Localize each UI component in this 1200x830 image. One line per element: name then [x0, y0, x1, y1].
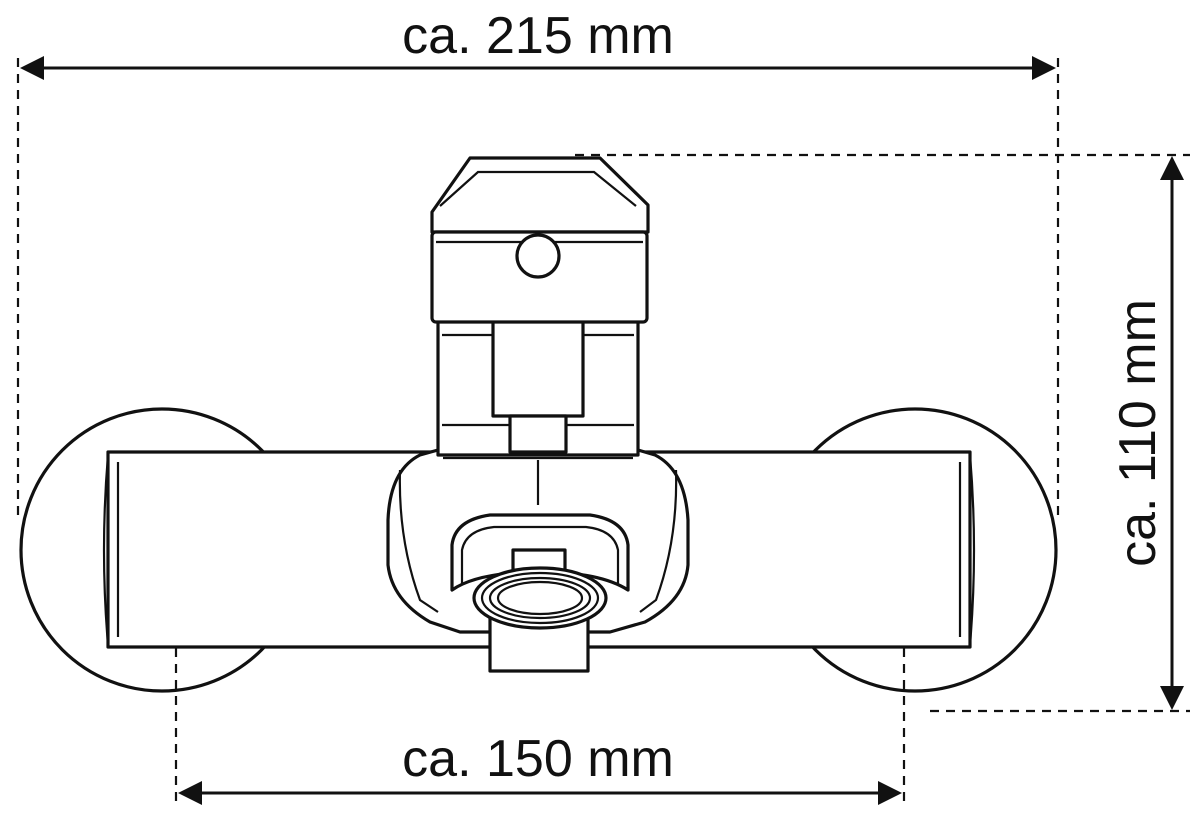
lever-indicator-cap — [515, 233, 561, 279]
arrowhead-bottom — [1160, 686, 1184, 710]
stem-block — [491, 310, 585, 418]
faucet-drawing — [19, 156, 1058, 693]
lever-handle-edge — [439, 170, 637, 207]
outlet-thread-ring-1 — [480, 571, 600, 625]
body-end-cap-left — [102, 454, 110, 646]
outlet-thread-ring-2 — [488, 576, 592, 620]
arrowhead-spacing-left — [178, 781, 202, 805]
arrowhead-spacing-right — [878, 781, 902, 805]
stem-neck — [508, 414, 568, 454]
dimension-height: ca. 110 mm — [575, 153, 1190, 713]
body-end-cap-right — [968, 454, 976, 646]
outlet-thread-ring-3 — [496, 580, 584, 616]
label-connection-spacing: ca. 150 mm — [402, 730, 674, 788]
arrowhead-left — [20, 56, 44, 80]
dimension-connection-spacing: ca. 150 mm — [174, 648, 906, 805]
label-height: ca. 110 mm — [1109, 299, 1167, 567]
housing-shading-right — [639, 469, 678, 613]
arrowhead-right — [1032, 56, 1056, 80]
arrowhead-top — [1160, 156, 1184, 180]
housing-shading-left — [398, 469, 439, 613]
label-overall-width: ca. 215 mm — [402, 7, 674, 65]
lever-handle-top — [430, 156, 650, 234]
spout-collar-inner — [460, 525, 620, 585]
dimension-overall-width: ca. 215 mm — [16, 7, 1060, 520]
